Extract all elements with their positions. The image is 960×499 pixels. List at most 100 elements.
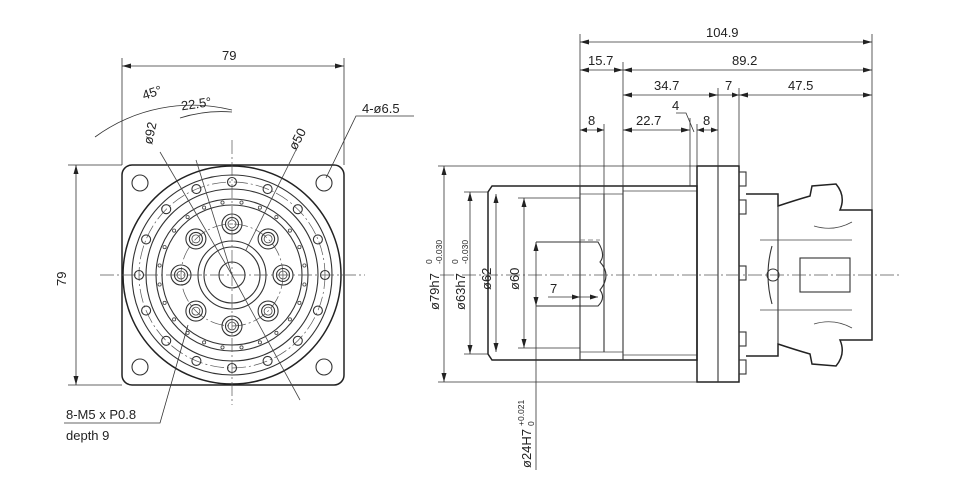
angle-arc-225 — [179, 111, 233, 119]
pcd-hole — [141, 234, 152, 245]
corner-holes — [131, 174, 333, 376]
flange-detail-dot — [297, 245, 302, 250]
arrow — [623, 127, 632, 133]
dim-dia-50: ø50 — [285, 126, 309, 153]
label-dia62: ø62 — [479, 268, 494, 290]
tapped-hole-outer — [185, 228, 207, 250]
label-dia79: ø79h7 0 -0.030 — [424, 240, 444, 310]
flange-detail-dot — [185, 330, 190, 335]
side-view: 104.9 15.7 89.2 34.7 7 47.5 4 8 22.7 8 7… — [424, 25, 900, 470]
dim-height-79: 79 — [54, 272, 69, 286]
flange-detail-dot — [287, 317, 292, 322]
flange-detail-dot — [302, 282, 307, 287]
flange-detail-dot — [274, 330, 279, 335]
pcd-hole — [312, 234, 323, 245]
arrow — [73, 165, 79, 174]
arrow — [533, 297, 539, 306]
arrow — [493, 343, 499, 352]
flange-detail-dot — [239, 345, 244, 350]
arrow — [623, 67, 632, 73]
pcd-hole — [191, 355, 202, 366]
dim-angle-45: 45° — [140, 82, 163, 102]
flange-detail-dot — [202, 205, 207, 210]
arrow — [533, 242, 539, 251]
pcd-hole — [292, 204, 303, 215]
arrow — [467, 192, 473, 201]
input-collet-outline — [767, 245, 773, 305]
radial-line-225 — [195, 159, 233, 276]
pcd-holes — [133, 176, 331, 374]
tapped-hole-outer — [257, 228, 279, 250]
tapped-hole-thread — [261, 231, 276, 246]
tapped-hole-thread — [261, 304, 276, 319]
arrow — [122, 63, 131, 69]
flange-detail-dot — [162, 245, 167, 250]
pcd-hole — [312, 305, 323, 316]
dim-8-right: 8 — [703, 113, 710, 128]
pcd-hole — [141, 305, 152, 316]
dim-47-5: 47.5 — [788, 78, 813, 93]
tapped-hole-core — [191, 234, 201, 244]
label-thread-spec: 8-M5 x P0.8 — [66, 407, 136, 422]
bore-cutaway — [536, 241, 607, 307]
arrow — [739, 92, 748, 98]
corner-hole — [315, 174, 333, 192]
arrow — [681, 127, 690, 133]
arrow — [614, 67, 623, 73]
radial-line-50 — [245, 149, 297, 251]
arrow — [521, 198, 527, 207]
bolt-head — [738, 359, 747, 375]
dim-15-7: 15.7 — [588, 53, 613, 68]
arrow — [732, 92, 739, 98]
tapped-hole-outer — [257, 300, 279, 322]
label-dia63: ø63h7 0 -0.030 — [450, 240, 470, 310]
tapped-hole-outer — [185, 300, 207, 322]
housing-contour — [813, 321, 853, 329]
corner-hole — [315, 358, 333, 376]
arrow — [623, 92, 632, 98]
arrow — [863, 39, 872, 45]
dia63-tol-upper: 0 — [450, 259, 460, 264]
label-thread-depth: depth 9 — [66, 428, 109, 443]
flange-detail-dot — [172, 228, 177, 233]
dim-angle-22-5: 22.5° — [180, 94, 212, 113]
dia24-tol-lower: 0 — [526, 421, 536, 426]
flange-detail-dot — [257, 205, 262, 210]
bolt-head — [738, 331, 747, 347]
dia24-value: ø24H7 — [519, 429, 534, 468]
dim-pilot-7: 7 — [550, 281, 557, 296]
dim-4: 4 — [672, 98, 679, 113]
dia79-value: ø79h7 — [427, 273, 442, 310]
pcd-hole — [262, 355, 273, 366]
tapped-hole-core — [263, 306, 273, 316]
pcd-hole — [161, 335, 172, 346]
flange-detail-dot — [157, 263, 162, 268]
flange-detail-dot — [297, 300, 302, 305]
arrow — [590, 294, 598, 300]
leader-4 — [676, 112, 695, 133]
dia63-tol-lower: -0.030 — [460, 240, 470, 264]
flange-detail-dot — [172, 317, 177, 322]
arrow — [709, 92, 718, 98]
tapped-hole-thread — [188, 304, 203, 319]
bolt-head — [738, 171, 747, 187]
arrow — [441, 373, 447, 382]
pcd-hole — [191, 184, 202, 195]
radial-line-45 — [159, 151, 233, 276]
arrow — [493, 194, 499, 203]
flange-detail-dot — [274, 215, 279, 220]
dia24-tol-upper: +0.021 — [516, 399, 526, 426]
arrow — [335, 63, 344, 69]
pcd-hole — [161, 204, 172, 215]
flange-detail-dot — [302, 263, 307, 268]
dia79-tol-upper: 0 — [424, 259, 434, 264]
dia63-value: ø63h7 — [453, 273, 468, 310]
flange-detail-dot — [239, 200, 244, 205]
dim-width-79: 79 — [222, 48, 236, 63]
tapped-hole-core — [191, 306, 201, 316]
flange-detail-dot — [162, 300, 167, 305]
arrow — [597, 127, 604, 133]
arrow — [572, 294, 580, 300]
flange-detail-dot — [202, 340, 207, 345]
corner-hole — [131, 174, 149, 192]
